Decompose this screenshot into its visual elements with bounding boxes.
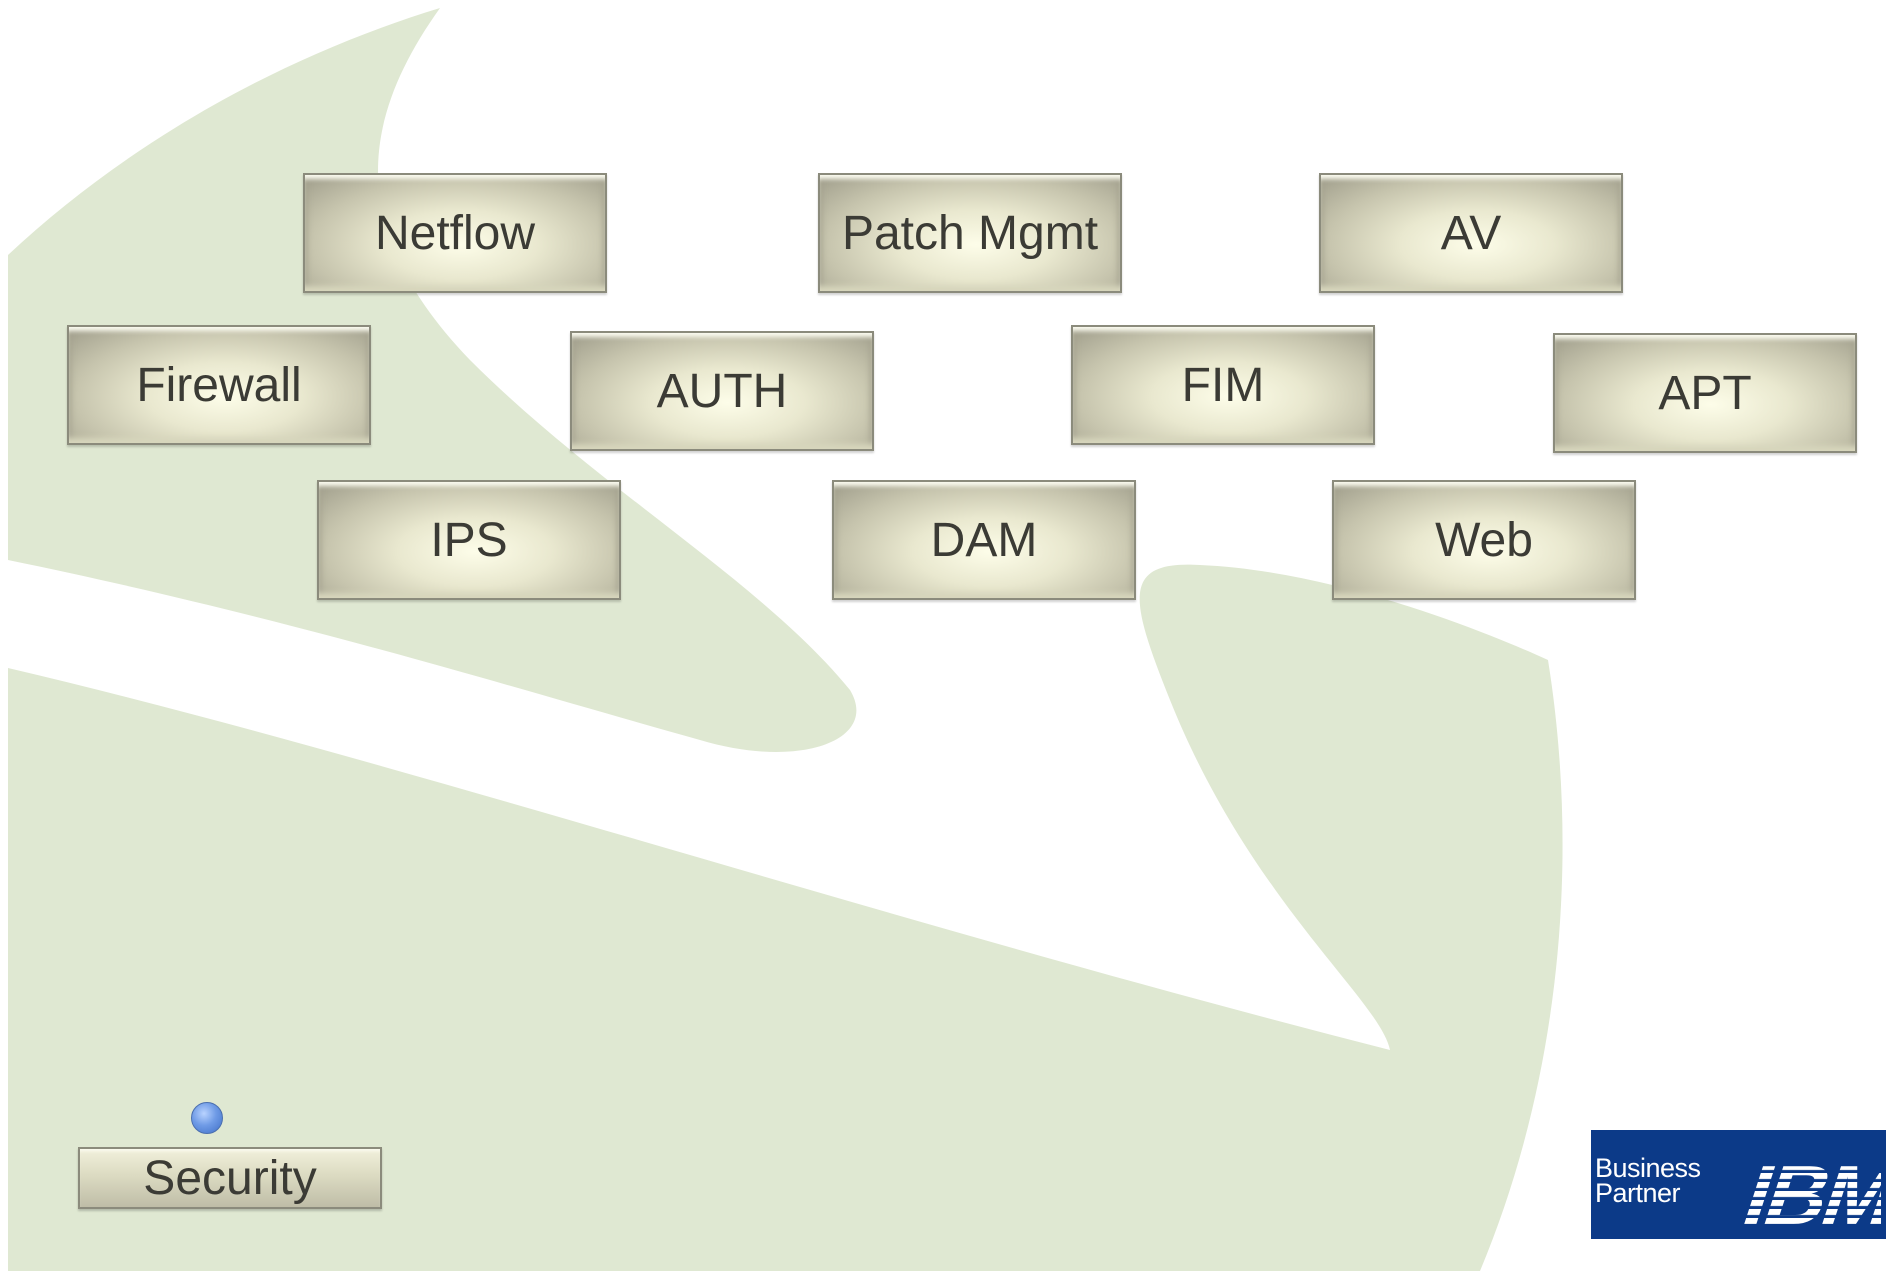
logo-line-business: Business xyxy=(1595,1153,1701,1183)
blue-dot-icon xyxy=(191,1102,223,1134)
box-ips: IPS xyxy=(317,480,621,600)
logo-line-partner: Partner xyxy=(1595,1178,1681,1208)
box-fim-label: FIM xyxy=(1181,358,1265,412)
box-auth: AUTH xyxy=(570,331,874,451)
box-ips-label: IPS xyxy=(430,513,508,567)
swoosh-upper xyxy=(8,8,857,752)
box-auth-label: AUTH xyxy=(656,364,788,418)
box-apt: APT xyxy=(1553,333,1857,453)
box-dam-label: DAM xyxy=(930,513,1038,567)
ibm-brand-text: IBM xyxy=(1736,1149,1881,1234)
ibm-logo-icon: IBM xyxy=(1736,1149,1881,1234)
box-netflow: Netflow xyxy=(303,173,607,293)
box-av-label: AV xyxy=(1440,206,1502,260)
box-apt-label: APT xyxy=(1658,366,1752,420)
security-tab: Security xyxy=(78,1147,382,1209)
box-av: AV xyxy=(1319,173,1623,293)
box-firewall-label: Firewall xyxy=(136,358,302,412)
ibm-business-partner-logo: Business Partner IBM xyxy=(1591,1130,1886,1239)
box-firewall: Firewall xyxy=(67,325,371,445)
box-netflow-label: Netflow xyxy=(374,206,536,260)
box-fim: FIM xyxy=(1071,325,1375,445)
box-patch-mgmt-label: Patch Mgmt xyxy=(841,206,1099,260)
business-partner-text: Business Partner xyxy=(1595,1153,1701,1208)
security-tab-label: Security xyxy=(143,1151,317,1205)
box-dam: DAM xyxy=(832,480,1136,600)
box-web-label: Web xyxy=(1435,513,1533,567)
swoosh-lower xyxy=(8,564,1563,1271)
box-patch-mgmt: Patch Mgmt xyxy=(818,173,1122,293)
box-web: Web xyxy=(1332,480,1636,600)
